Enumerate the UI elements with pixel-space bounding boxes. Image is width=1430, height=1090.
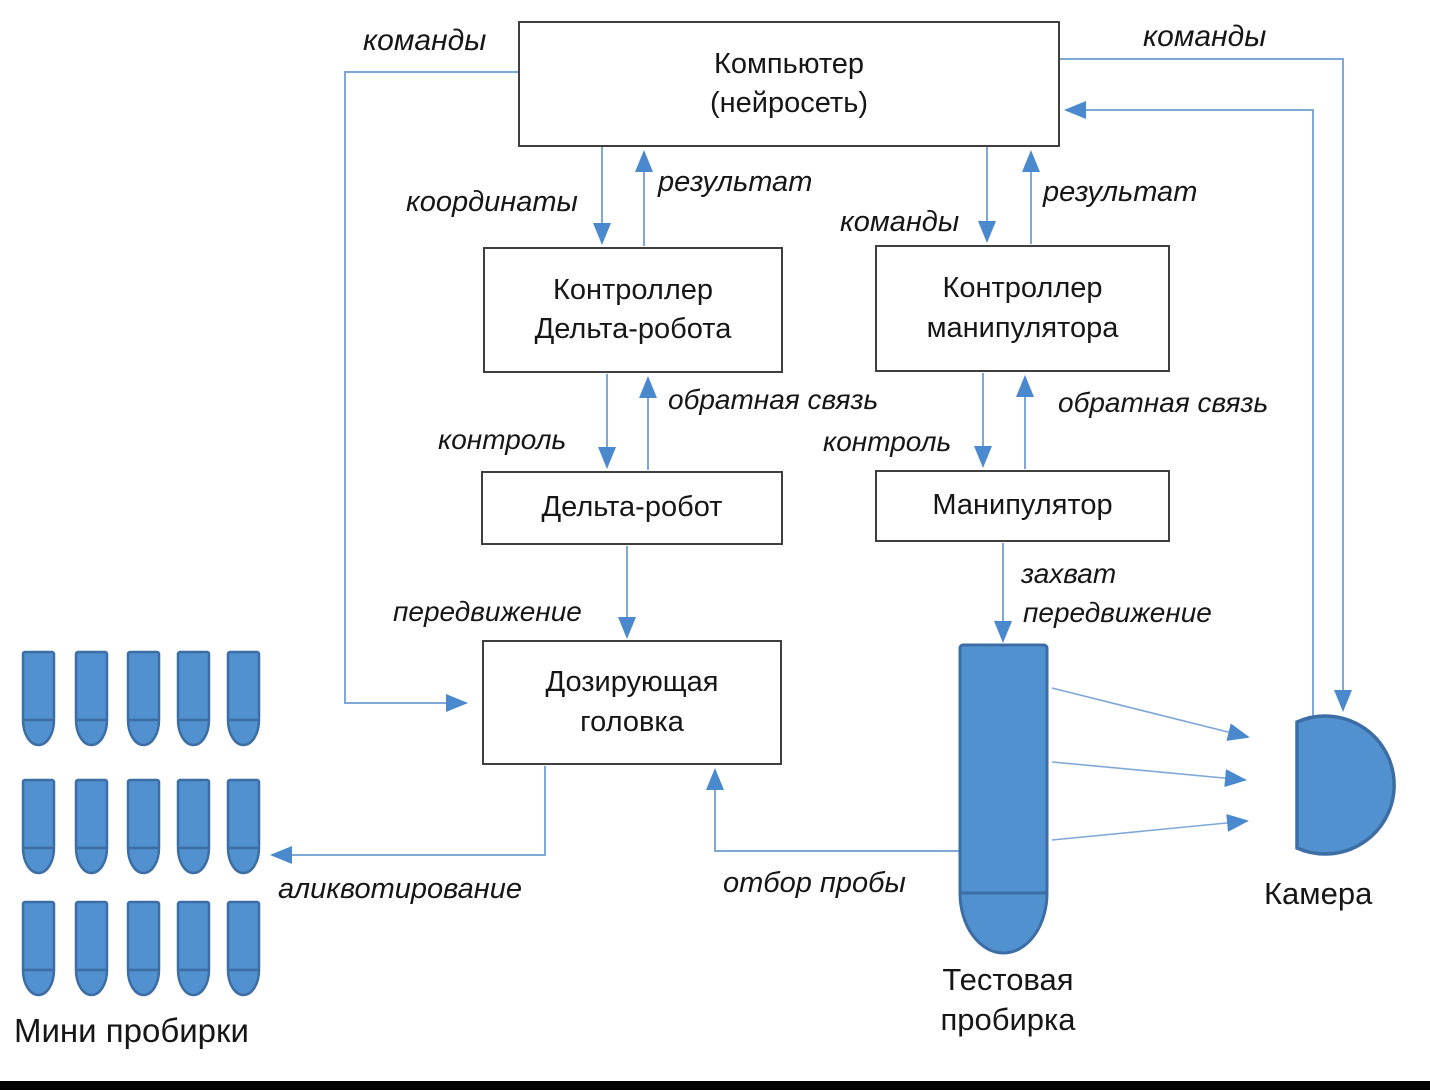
- edge-sampling: [706, 768, 960, 852]
- caption-mini-tubes: Мини пробирки: [14, 1012, 249, 1049]
- label-result-right: результат: [1043, 176, 1198, 208]
- edge-camera-view-2: [1051, 761, 1247, 788]
- test-tube-shape: [958, 643, 1049, 955]
- edge-camera-to-computer: [1064, 101, 1314, 722]
- mini-test-tube: [126, 778, 161, 875]
- mini-test-tube: [126, 900, 161, 997]
- node-manipulator-label: Манипулятор: [932, 489, 1113, 522]
- mini-test-tube: [176, 778, 211, 875]
- label-grip: захват: [1021, 558, 1117, 589]
- caption-camera: Камера: [1264, 876, 1373, 911]
- node-delta-controller-label-1: Контроллер: [552, 273, 714, 306]
- node-delta-controller: Контроллер Дельта-робота: [483, 247, 783, 373]
- node-delta-controller-label-2: Дельта-робота: [534, 313, 732, 345]
- label-sampling: отбор пробы: [723, 867, 906, 899]
- label-aliquoting: аликвотирование: [278, 873, 522, 905]
- label-movement-right: передвижение: [1023, 597, 1212, 628]
- node-dosing-head-label-2: головка: [580, 705, 684, 738]
- node-manipulator-controller-label-1: Контроллер: [942, 272, 1103, 305]
- mini-test-tube: [74, 650, 109, 747]
- edge-camera-view-1: [1051, 687, 1250, 741]
- mini-test-tube: [74, 778, 109, 875]
- mini-test-tube: [126, 650, 161, 747]
- mini-test-tube: [21, 778, 56, 875]
- camera-shape: [1295, 714, 1396, 856]
- mini-test-tube-rack: [21, 650, 261, 997]
- node-computer-label-2: (нейросеть): [710, 87, 868, 119]
- label-coordinates: координаты: [406, 186, 578, 218]
- mini-test-tube: [21, 900, 56, 997]
- label-result-left: результат: [658, 166, 813, 198]
- node-computer-label-1: Компьютер: [713, 47, 865, 80]
- node-manipulator-controller: Контроллер манипулятора: [875, 245, 1170, 372]
- label-feedback-left: обратная связь: [668, 384, 879, 415]
- label-movement-left: передвижение: [393, 596, 582, 627]
- caption-test-tube-line-1: Тестовая: [942, 962, 1074, 997]
- edge-commands-computer-to-camera: [1060, 58, 1352, 712]
- node-manipulator: Манипулятор: [875, 470, 1170, 542]
- mini-test-tube: [176, 650, 211, 747]
- label-control-left: контроль: [438, 424, 567, 455]
- mini-test-tube: [226, 900, 261, 997]
- mini-test-tube: [21, 650, 56, 747]
- edge-aliquoting: [270, 766, 546, 864]
- node-dosing-head-label-1: Дозирующая: [545, 666, 719, 699]
- edge-camera-view-3: [1051, 813, 1249, 841]
- bottom-border: [0, 1081, 1430, 1090]
- label-commands-middle: команды: [840, 206, 960, 238]
- label-commands-top-right: команды: [1143, 20, 1267, 53]
- node-delta-robot: Дельта-робот: [481, 471, 783, 545]
- mini-test-tube: [226, 778, 261, 875]
- edge-commands-computer-to-dosing-head: [344, 71, 518, 712]
- label-control-right: контроль: [823, 426, 952, 457]
- node-computer: Компьютер (нейросеть): [518, 21, 1060, 147]
- caption-test-tube: Тестовая пробирка: [908, 960, 1108, 1040]
- mini-test-tube: [226, 650, 261, 747]
- caption-test-tube-line-2: пробирка: [940, 1002, 1076, 1037]
- mini-test-tube: [74, 900, 109, 997]
- node-dosing-head: Дозирующая головка: [482, 640, 782, 765]
- mini-test-tube: [176, 900, 211, 997]
- node-manipulator-controller-label-2: манипулятора: [926, 311, 1119, 344]
- label-commands-top-left: команды: [363, 24, 487, 57]
- node-delta-robot-label: Дельта-робот: [541, 491, 723, 524]
- label-feedback-right: обратная связь: [1058, 387, 1269, 418]
